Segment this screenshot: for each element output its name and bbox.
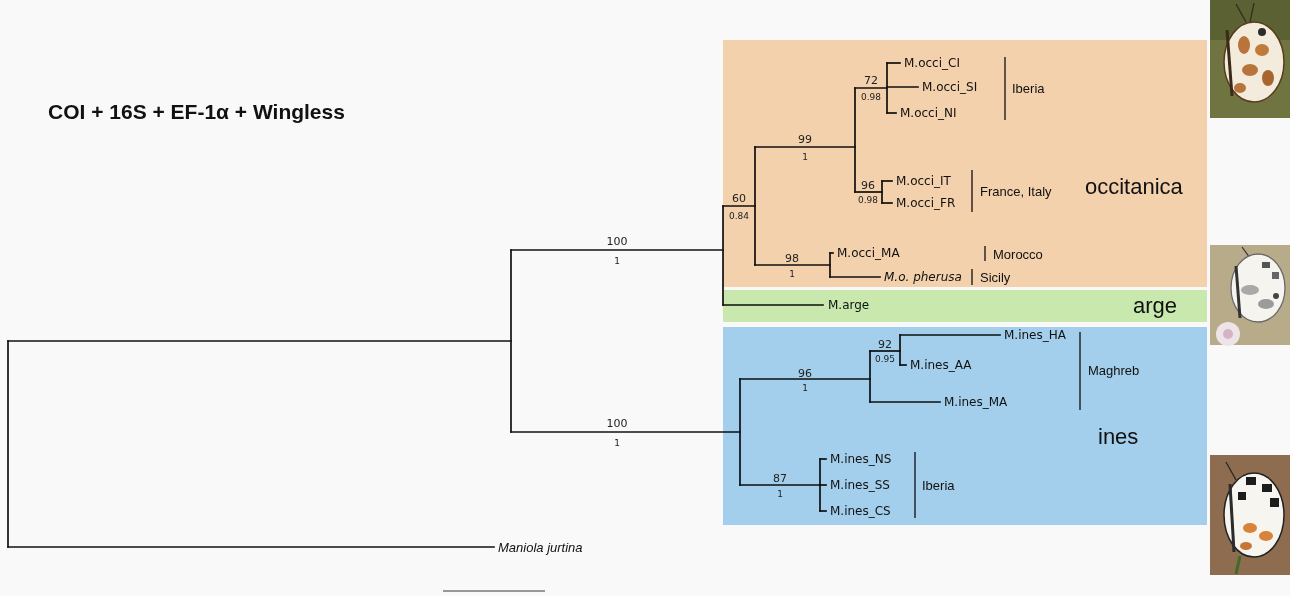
tip-label: M.occi_NI xyxy=(900,106,957,120)
tip-label: M.ines_AA xyxy=(910,358,972,372)
clade-band: occitanica xyxy=(723,40,1207,287)
bootstrap-value: 100 xyxy=(607,235,628,248)
wing-mark xyxy=(1270,498,1279,507)
posterior-value: 0.98 xyxy=(861,92,881,102)
tip-label: M.ines_NS xyxy=(830,452,891,466)
tip-label: M.arge xyxy=(828,298,869,312)
tip-label: M.o. pherusa xyxy=(884,270,962,284)
body xyxy=(1227,30,1232,96)
tree-branch xyxy=(7,341,9,547)
posterior-value: 1 xyxy=(614,438,620,448)
body xyxy=(1236,266,1240,318)
photo-ground xyxy=(1210,0,1290,118)
photo-ground xyxy=(1210,245,1290,345)
eye-spot xyxy=(1258,28,1266,36)
wing-mark xyxy=(1238,492,1246,500)
region-label: Morocco xyxy=(993,247,1043,262)
wing xyxy=(1224,22,1284,102)
bootstrap-value: 96 xyxy=(861,179,875,192)
wing-mark xyxy=(1234,83,1246,93)
tip-label: M.ines_HA xyxy=(1004,328,1066,342)
wing-mark xyxy=(1262,262,1270,268)
region-label: Maghreb xyxy=(1088,363,1139,378)
posterior-value: 1 xyxy=(789,269,795,279)
tree-branch xyxy=(511,249,723,251)
bootstrap-value: 87 xyxy=(773,472,787,485)
butterfly-photo xyxy=(1210,455,1290,575)
bootstrap-value: 100 xyxy=(607,417,628,430)
wing xyxy=(1224,473,1284,557)
tip-label: M.occi_CI xyxy=(904,56,960,70)
tip-label: M.ines_MA xyxy=(944,395,1007,409)
region-label: Iberia xyxy=(922,478,955,493)
bootstrap-value: 99 xyxy=(798,133,812,146)
posterior-value: 1 xyxy=(777,489,783,499)
flower xyxy=(1216,322,1240,346)
region-label: Iberia xyxy=(1012,81,1045,96)
clade-band: ines xyxy=(723,327,1207,525)
antenna xyxy=(1226,462,1236,480)
tip-label: M.occi_MA xyxy=(837,246,900,260)
wing xyxy=(1231,254,1285,322)
posterior-value: 0.84 xyxy=(729,211,749,221)
bootstrap-value: 72 xyxy=(864,74,878,87)
wing-mark xyxy=(1272,272,1279,279)
wing-mark xyxy=(1262,484,1272,492)
tip-label: M.ines_CS xyxy=(830,504,891,518)
bootstrap-value: 92 xyxy=(878,338,892,351)
flower xyxy=(1223,329,1233,339)
tree-branch xyxy=(510,250,512,432)
bootstrap-value: 98 xyxy=(785,252,799,265)
wing-mark xyxy=(1242,64,1258,76)
body xyxy=(1230,484,1234,552)
posterior-value: 0.98 xyxy=(858,195,878,205)
wing-mark xyxy=(1240,542,1252,550)
photo-ground xyxy=(1210,455,1290,575)
bootstrap-value: 96 xyxy=(798,367,812,380)
figure-title: COI + 16S + EF-1α + Wingless xyxy=(48,100,345,124)
wing-mark xyxy=(1243,523,1257,533)
tree-branch xyxy=(8,546,494,548)
butterfly-photo xyxy=(1210,245,1290,346)
wing-mark xyxy=(1246,477,1256,485)
tree-branch xyxy=(511,431,740,433)
antenna xyxy=(1236,4,1246,22)
scale-bar xyxy=(443,590,545,592)
clade-name: ines xyxy=(1098,424,1138,450)
butterfly-photo xyxy=(1210,0,1290,118)
posterior-value: 1 xyxy=(802,152,808,162)
clade-band: arge xyxy=(723,290,1207,322)
antenna xyxy=(1250,3,1254,22)
clade-name: arge xyxy=(1133,293,1177,319)
outgroup-label: Maniola jurtina xyxy=(498,540,583,555)
wing-mark xyxy=(1238,36,1250,54)
wing-mark xyxy=(1262,70,1274,86)
wing-mark xyxy=(1259,531,1273,541)
region-label: France, Italy xyxy=(980,184,1052,199)
eye-spot xyxy=(1273,293,1279,299)
tip-label: M.occi_IT xyxy=(896,174,951,188)
tip-label: M.occi_SI xyxy=(922,80,977,94)
posterior-value: 1 xyxy=(802,383,808,393)
region-label: Sicily xyxy=(980,270,1010,285)
clade-name: occitanica xyxy=(1085,174,1183,200)
bootstrap-value: 60 xyxy=(732,192,746,205)
wing-mark xyxy=(1258,299,1274,309)
posterior-value: 1 xyxy=(614,256,620,266)
tip-label: M.occi_FR xyxy=(896,196,955,210)
tree-branch xyxy=(8,340,511,342)
tip-label: M.ines_SS xyxy=(830,478,890,492)
posterior-value: 0.95 xyxy=(875,354,895,364)
wing-mark xyxy=(1255,44,1269,56)
wing-mark xyxy=(1241,285,1259,295)
stem xyxy=(1236,556,1240,574)
